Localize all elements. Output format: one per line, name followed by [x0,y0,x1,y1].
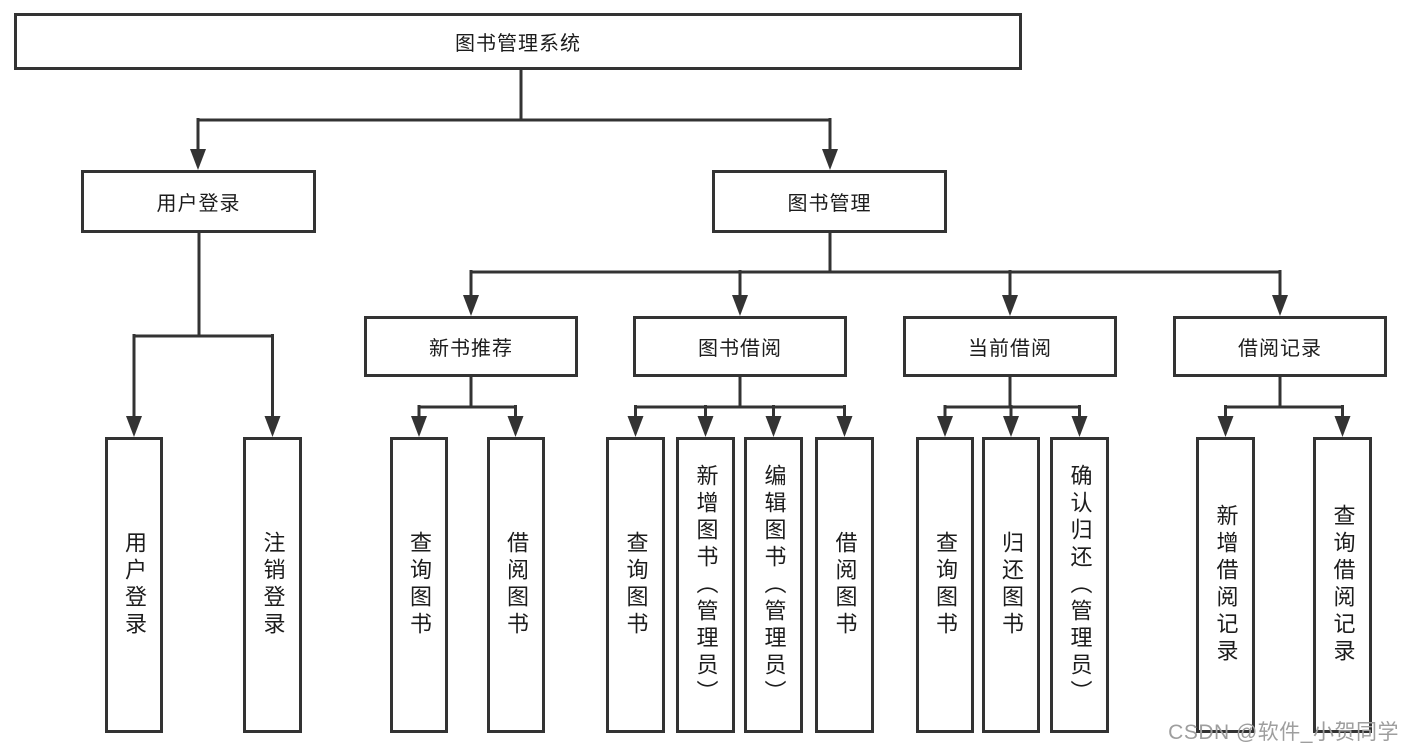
node-label: 当前借阅 [968,338,1052,360]
node-label: 图书管理 [787,193,872,215]
node-label: 查询图书 [407,531,432,639]
node-user-login: 用户登录 [81,170,316,233]
leaf-logout: 注销登录 [243,437,302,733]
node-borrow-record: 借阅记录 [1173,316,1387,377]
leaf-return-books: 归还图书 [982,437,1040,733]
node-label: 查询图书 [933,531,958,639]
node-label: 注销登录 [260,531,286,639]
node-label: 新书推荐 [429,338,513,360]
node-current-borrow: 当前借阅 [903,316,1117,377]
node-book-management: 图书管理 [712,170,947,233]
node-label: 用户登录 [156,193,241,215]
node-label: 借阅图书 [832,531,858,639]
leaf-query-books-current: 查询图书 [916,437,974,733]
leaf-query-books-borrow: 查询图书 [606,437,665,733]
node-label: 归还图书 [999,531,1024,639]
leaf-query-borrow-record: 查询借阅记录 [1313,437,1372,733]
node-label: 确认归还（管理员） [1067,463,1093,707]
node-library-management-system: 图书管理系统 [14,13,1022,70]
node-label: 图书借阅 [698,338,782,360]
node-new-book-recommend: 新书推荐 [364,316,578,377]
node-book-borrow: 图书借阅 [633,316,847,377]
leaf-confirm-return-admin: 确认归还（管理员） [1050,437,1109,733]
node-label: 新增借阅记录 [1213,504,1239,666]
node-label: 图书管理系统 [455,33,581,55]
node-label: 编辑图书（管理员） [761,463,787,707]
leaf-add-borrow-record: 新增借阅记录 [1196,437,1255,733]
node-label: 用户登录 [122,531,147,639]
node-label: 新增图书（管理员） [693,463,719,707]
leaf-add-books-admin: 新增图书（管理员） [676,437,735,733]
leaf-borrow-books-recommend: 借阅图书 [487,437,545,733]
leaf-query-books-recommend: 查询图书 [390,437,448,733]
node-label: 查询图书 [623,531,649,639]
leaf-edit-books-admin: 编辑图书（管理员） [744,437,803,733]
leaf-user-login: 用户登录 [105,437,163,733]
leaf-borrow-books: 借阅图书 [815,437,874,733]
node-label: 借阅图书 [504,531,529,639]
node-label: 借阅记录 [1238,338,1322,360]
node-label: 查询借阅记录 [1330,504,1356,666]
arrowheads [126,149,1351,437]
